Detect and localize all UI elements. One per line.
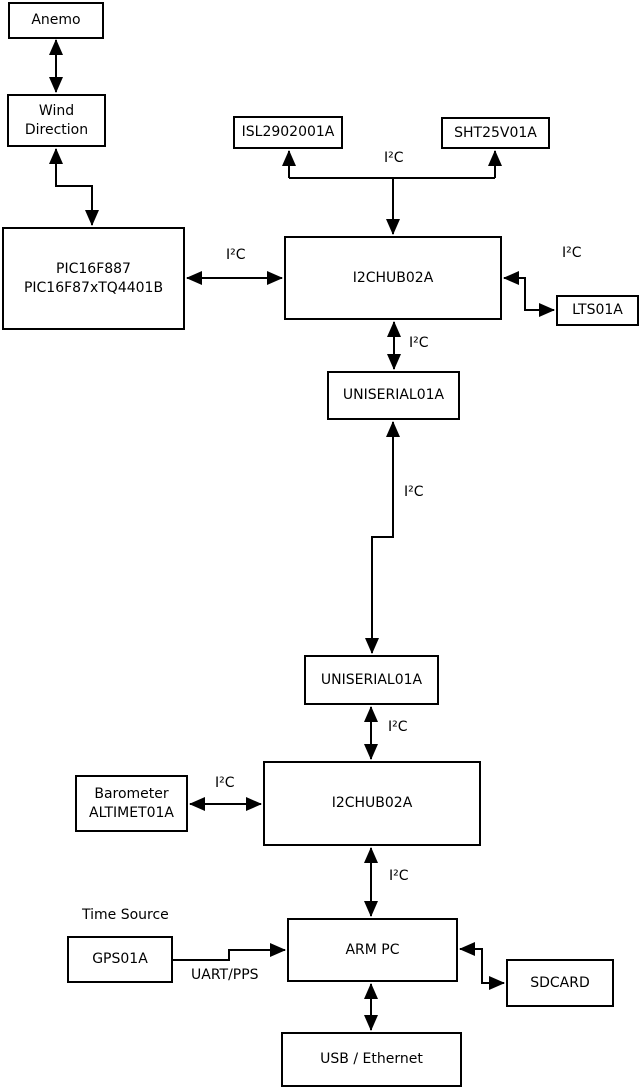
label-i2c-hub2-arm: I²C (389, 868, 409, 884)
connector-wind-pic (49, 148, 99, 226)
box-lts01a: LTS01A (556, 295, 639, 326)
box-gps01a: GPS01A (67, 936, 173, 983)
label-i2c-uniserial-link: I²C (404, 484, 424, 500)
box-anemo: Anemo (8, 2, 104, 39)
box-i2chub02a-2: I2CHUB02A (263, 761, 481, 846)
label-time-source: Time Source (82, 907, 169, 923)
label-i2c-isl-sht: I²C (384, 150, 404, 166)
connector-hub1-lts (503, 271, 555, 317)
label-uart-pps: UART/PPS (191, 967, 259, 983)
box-uniserial01a-2: UNISERIAL01A (304, 655, 439, 705)
box-pic16f887: PIC16F887 PIC16F87xTQ4401B (2, 227, 185, 330)
label-i2c-pic-hub1: I²C (226, 247, 246, 263)
box-uniserial01a-1: UNISERIAL01A (327, 371, 460, 420)
box-sdcard: SDCARD (506, 959, 614, 1007)
label-i2c-baro-hub2: I²C (215, 775, 235, 791)
box-sht25v01a: SHT25V01A (441, 117, 550, 149)
box-arm-pc: ARM PC (287, 918, 458, 982)
box-usb-ethernet: USB / Ethernet (281, 1032, 462, 1087)
connector-uniserial1-uniserial2 (365, 421, 400, 654)
box-isl2902001a: ISL2902001A (233, 116, 343, 149)
box-i2chub02a-1: I2CHUB02A (284, 236, 502, 320)
box-wind-direction: Wind Direction (7, 94, 106, 147)
label-i2c-hub1-lts: I²C (562, 245, 582, 261)
label-i2c-hub1-uni1: I²C (409, 335, 429, 351)
box-barometer: Barometer ALTIMET01A (75, 775, 188, 832)
connector-armpc-sdcard (459, 942, 505, 990)
label-i2c-uni2-hub2: I²C (388, 719, 408, 735)
connector-gps-armpc (173, 943, 286, 961)
